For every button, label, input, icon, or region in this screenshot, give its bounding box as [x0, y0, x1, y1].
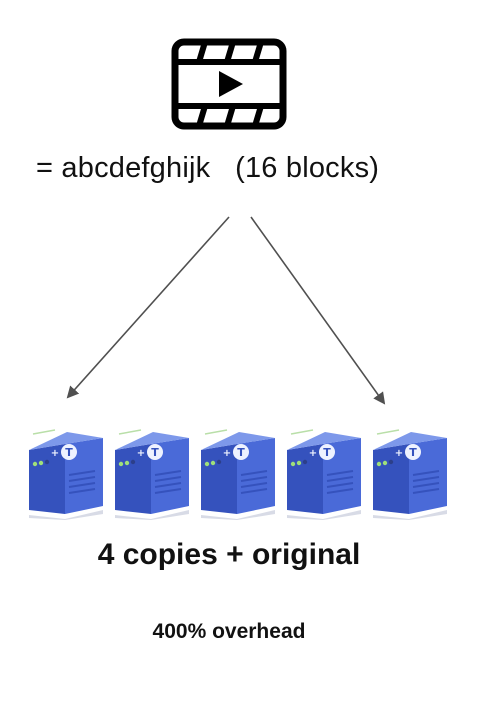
arrow-right: [250, 216, 386, 405]
arrow-left: [66, 216, 230, 399]
storage-server-icon: T +: [115, 429, 189, 520]
storage-server-icon: T +: [29, 429, 103, 520]
storage-server-icon: T +: [287, 429, 361, 520]
svg-text:T: T: [237, 446, 245, 459]
video-file-icon: [171, 38, 287, 130]
svg-text:+: +: [51, 448, 59, 459]
svg-text:+: +: [137, 448, 145, 459]
svg-text:T: T: [409, 446, 417, 459]
file-description: = abcdefghijk (16 blocks): [36, 152, 379, 185]
storage-server-icon: T +: [201, 429, 275, 520]
svg-text:T: T: [151, 446, 159, 459]
copies-label: 4 copies + original: [97, 538, 361, 571]
storage-servers-row: T + T + T +: [25, 428, 455, 524]
svg-text:+: +: [309, 448, 317, 459]
svg-text:+: +: [395, 448, 403, 459]
overhead-label: 400% overhead: [152, 620, 306, 643]
file-content: abcdefghijk: [61, 152, 211, 184]
svg-text:T: T: [65, 446, 73, 459]
equals-prefix: =: [36, 152, 62, 184]
spacer: [210, 152, 235, 184]
svg-text:+: +: [223, 448, 231, 459]
svg-text:T: T: [323, 446, 331, 459]
storage-server-icon: T +: [373, 429, 447, 520]
block-count: (16 blocks): [235, 152, 380, 184]
